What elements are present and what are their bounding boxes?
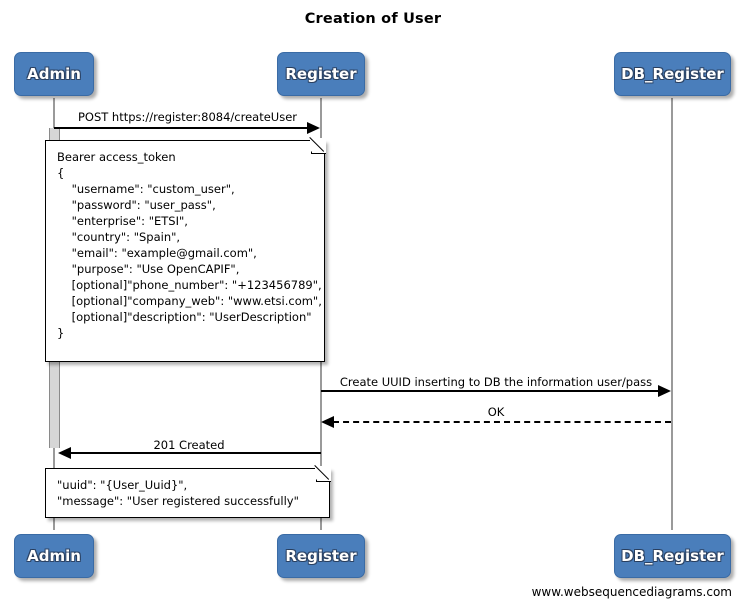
message-line-ok: [333, 421, 671, 423]
message-line-post: [54, 127, 312, 129]
participant-register-top[interactable]: Register: [277, 52, 365, 96]
participant-label: DB_Register: [621, 65, 724, 83]
message-label-201-created: 201 Created: [153, 438, 225, 452]
participant-admin-top[interactable]: Admin: [14, 52, 94, 96]
participant-label: DB_Register: [621, 547, 724, 565]
participant-db-register-top[interactable]: DB_Register: [614, 52, 731, 96]
participant-label: Admin: [27, 547, 81, 565]
arrow-head-201-created: [58, 447, 71, 459]
arrow-head-post: [307, 122, 320, 134]
message-line-201-created: [70, 452, 321, 454]
note-response-text: "uuid": "{User_Uuid}", "message": "User …: [57, 478, 299, 508]
message-label-post: POST https://register:8084/createUser: [77, 110, 298, 124]
note-response-payload: "uuid": "{User_Uuid}", "message": "User …: [45, 465, 331, 518]
note-request-text: Bearer access_token { "username": "custo…: [57, 150, 322, 340]
participant-admin-bottom[interactable]: Admin: [14, 534, 94, 578]
arrow-head-ok: [321, 416, 334, 428]
arrow-head-create-uuid: [658, 385, 671, 397]
page-title: Creation of User: [304, 11, 442, 27]
footer-watermark: www.websequencediagrams.com: [531, 585, 732, 599]
participant-register-bottom[interactable]: Register: [277, 534, 365, 578]
participant-label: Admin: [27, 65, 81, 83]
note-request-payload: Bearer access_token { "username": "custo…: [45, 137, 326, 362]
participant-label: Register: [285, 547, 357, 565]
note-fold-icon: [309, 137, 326, 155]
lifeline-db-register: [671, 98, 673, 530]
participant-db-register-bottom[interactable]: DB_Register: [614, 534, 731, 578]
note-fold-icon: [314, 465, 331, 483]
participant-label: Register: [285, 65, 357, 83]
message-line-create-uuid: [321, 390, 662, 392]
message-label-ok: OK: [487, 405, 505, 419]
message-label-create-uuid: Create UUID inserting to DB the informat…: [339, 375, 653, 389]
